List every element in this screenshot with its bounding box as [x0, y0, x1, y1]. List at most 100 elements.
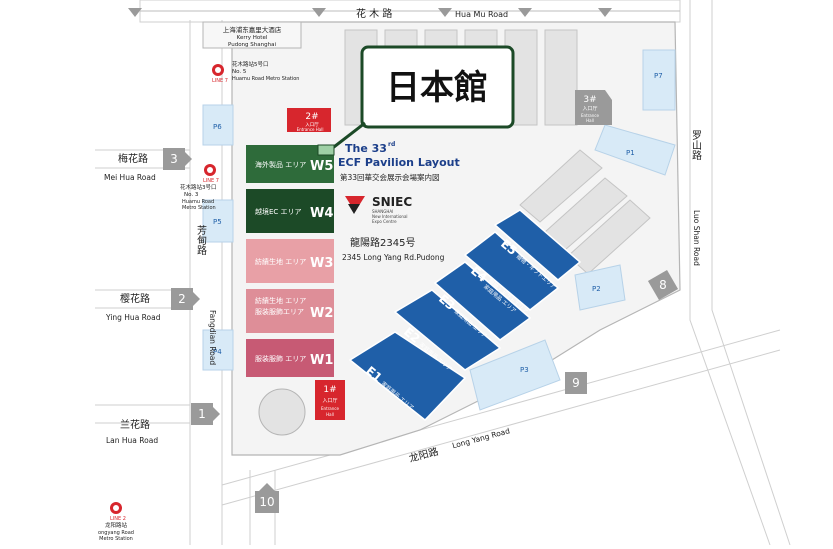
svg-text:10: 10: [259, 495, 274, 509]
gate-markers: 3 2 1 10 9 8: [128, 8, 679, 513]
svg-text:3: 3: [170, 152, 178, 166]
svg-text:LINE 2: LINE 2: [110, 516, 126, 522]
svg-text:2: 2: [178, 292, 186, 306]
entrance-3: 3# 入口厅 Entrance Hall: [575, 90, 612, 125]
road-yinghua-en: Ying Hua Road: [105, 313, 161, 322]
hall-w2-code: W2: [310, 306, 333, 321]
hall-w3-label: 紡績生地 エリア: [255, 257, 306, 266]
metro-longyang: LINE 2 龙阳路站 ongyang Road Metro Station: [98, 502, 134, 542]
svg-text:Hall: Hall: [326, 412, 334, 417]
hall-e5: [493, 209, 582, 281]
hall-w2-label2: 服装服飾エリア: [255, 307, 304, 316]
svg-text:1#: 1#: [323, 385, 336, 395]
parking-p2: P2: [592, 285, 601, 293]
svg-text:LINE 7: LINE 7: [203, 178, 219, 184]
address: 龍陽路2345号 2345 Long Yang Rd.Pudong: [342, 236, 445, 262]
layout-title-line1: The 33: [345, 142, 387, 155]
layout-title-sup: rd: [388, 141, 395, 148]
east-halls: [348, 209, 582, 422]
road-longyang-en: Long Yang Road: [451, 426, 511, 450]
hall-w2-label: 紡績生地 エリア: [255, 296, 306, 305]
svg-text:Expo Centre: Expo Centre: [372, 219, 397, 224]
gate-1: [191, 403, 213, 425]
svg-text:2#: 2#: [305, 112, 318, 122]
svg-text:SHANGHAI: SHANGHAI: [372, 209, 393, 214]
west-hall-labels: 海外製品 エリア W5 越境EC エリア W4 紡績生地 エリア W3 紡績生地…: [255, 159, 333, 368]
hall-e4: [463, 231, 560, 311]
svg-text:入口厅: 入口厅: [322, 398, 337, 404]
gate-9: [565, 372, 587, 394]
svg-text:No. 5: No. 5: [232, 69, 247, 75]
hall-w1-code: W1: [310, 353, 333, 368]
metro-huamu-left: LINE 7 花木路站3号口 No. 3 Huamu Road Metro St…: [180, 164, 219, 211]
gate-2: [171, 288, 193, 310]
road-huamu-cn: 花 木 路: [356, 7, 392, 20]
svg-text:Metro Station: Metro Station: [99, 536, 133, 542]
svg-text:Entrance: Entrance: [581, 113, 599, 118]
svg-text:9: 9: [572, 376, 580, 390]
parking-p4: P4: [213, 348, 222, 356]
road-luoshan-en: Luo Shan Road: [692, 210, 701, 266]
layout-title-line2: ECF Pavilion Layout: [338, 156, 460, 169]
parking-p5: P5: [213, 218, 222, 226]
svg-text:Hall: Hall: [586, 118, 594, 123]
parking-p3: P3: [520, 366, 529, 374]
road-fangdian-en: Fangdian Road: [208, 310, 217, 365]
svg-text:Pudong Shanghai: Pudong Shanghai: [228, 42, 276, 48]
gate-10: [255, 491, 279, 513]
japan-pavilion-title: 日本館: [386, 68, 488, 108]
hall-e1: [348, 331, 467, 422]
hall-w4: [246, 189, 334, 233]
hall-w3: [246, 239, 334, 283]
roads-layer: [95, 0, 791, 546]
road-longyang-cn: 龙阳路: [407, 445, 439, 465]
parking-areas: [202, 49, 676, 411]
layout-title-line3: 第33回華交会展示会場案内図: [340, 172, 440, 182]
east-gray-halls: [519, 149, 651, 275]
sniec-logo: SNIEC SHANGHAI New International Expo Ce…: [345, 195, 412, 224]
parking-p7: P7: [654, 72, 663, 80]
hall-e3: [433, 261, 532, 341]
entrance-2: 2# 入口厅 Entrance Hall: [287, 108, 331, 132]
parking-p6: P6: [213, 123, 222, 131]
svg-text:Entrance Hall: Entrance Hall: [297, 127, 324, 132]
hall-w2: [246, 289, 334, 333]
entrance-1: 1# 入口厅 Entrance Hall: [315, 380, 345, 420]
svg-text:上海浦东嘉里大酒店: 上海浦东嘉里大酒店: [223, 25, 282, 34]
road-lanhua-en: Lan Hua Road: [106, 436, 158, 445]
plaza-circle: [258, 388, 306, 436]
hall-e2: [393, 289, 502, 371]
svg-text:ongyang Road: ongyang Road: [98, 530, 134, 536]
japan-pavilion-callout: 日本館: [317, 45, 515, 156]
svg-text:入口厅: 入口厅: [305, 122, 319, 128]
svg-text:1: 1: [198, 407, 206, 421]
svg-text:Entrance: Entrance: [321, 406, 339, 411]
svg-text:Kerry Hotel: Kerry Hotel: [237, 35, 268, 41]
road-luoshan-cn: 罗山路: [690, 130, 702, 161]
hall-w1-label: 服装服飾 エリア: [255, 354, 306, 363]
road-meihua-cn: 梅花路: [118, 152, 148, 165]
svg-text:8: 8: [659, 278, 667, 292]
layout-title: The 33 rd ECF Pavilion Layout 第33回華交会展示会…: [338, 141, 460, 182]
parking-p1: P1: [626, 149, 635, 157]
hall-w5-label: 海外製品 エリア: [255, 160, 306, 169]
road-lanhua-cn: 兰花路: [120, 418, 150, 431]
road-yinghua-cn: 樱花路: [120, 292, 150, 305]
svg-text:No. 3: No. 3: [184, 192, 199, 198]
svg-text:SNIEC: SNIEC: [372, 195, 412, 209]
hall-w1: [246, 339, 334, 377]
svg-text:Metro Station: Metro Station: [182, 205, 216, 211]
road-fangdian-cn: 芳甸路: [195, 224, 207, 256]
address-cn: 龍陽路2345号: [350, 236, 415, 249]
road-huamu-en: Hua Mu Road: [455, 10, 508, 19]
hall-w4-code: W4: [310, 206, 333, 221]
svg-text:3#: 3#: [583, 95, 596, 105]
svg-text:Huamu Road Metro Station: Huamu Road Metro Station: [232, 76, 299, 82]
west-halls: [246, 145, 334, 377]
metro-huamu-top: LINE 7 花木路站5号口 No. 5 Huamu Road Metro St…: [212, 60, 299, 84]
svg-text:Huamu Road: Huamu Road: [182, 199, 214, 205]
gate-3: [163, 148, 185, 170]
kerry-hotel: 上海浦东嘉里大酒店 Kerry Hotel Pudong Shanghai: [202, 21, 302, 49]
hall-w3-code: W3: [310, 256, 333, 271]
address-en: 2345 Long Yang Rd.Pudong: [342, 253, 445, 262]
